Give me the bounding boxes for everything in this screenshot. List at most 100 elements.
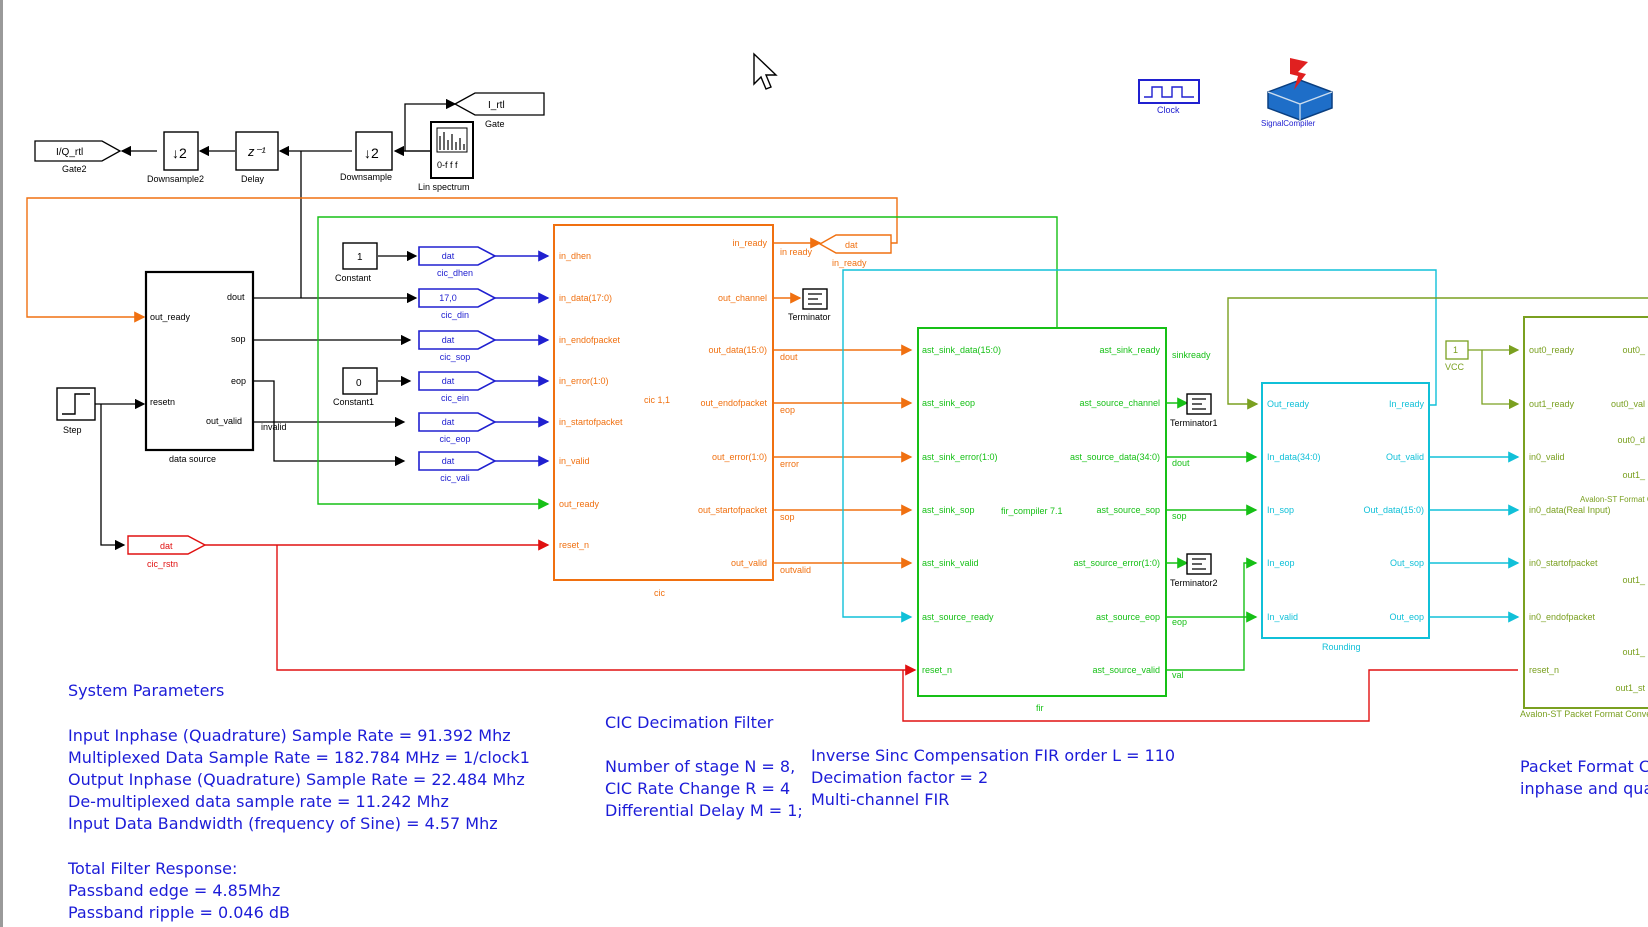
cic-input-port: reset_n	[559, 540, 589, 550]
source-port-dout: dout	[227, 292, 245, 302]
cic-output-wire-label: outvalid	[780, 565, 811, 575]
sys-param-line: De-multiplexed data sample rate = 11.242…	[68, 792, 449, 811]
signalcompiler-block[interactable]: SignalCompiler	[1261, 58, 1333, 128]
downsample-block[interactable]: ↓2 Downsample	[340, 131, 393, 182]
terminator1-block[interactable]: Terminator1	[1170, 393, 1218, 428]
packet-input-port: in0_startofpacket	[1529, 558, 1598, 568]
fir-input-port: ast_sink_valid	[922, 558, 979, 568]
source-port-eop: eop	[231, 376, 246, 386]
gate-block[interactable]: I_rtl Gate	[453, 92, 545, 129]
downsample2-block[interactable]: ↓2 Downsample2	[147, 131, 204, 184]
spectrum-axis-label: 0-f f f	[437, 160, 458, 170]
terminator2-block[interactable]: Terminator2	[1170, 553, 1218, 588]
cic-ready-tag[interactable]: dat in_ready	[818, 234, 892, 268]
packet-output-ports: out0_out0_valout0_dout1_out1_out1_out1_s…	[1611, 345, 1646, 693]
cic-input-tag-text: dat	[442, 376, 455, 386]
mouse-cursor-icon	[753, 52, 778, 90]
rounding-block[interactable]: Out_readyIn_data(34:0)In_sopIn_eopIn_val…	[1261, 382, 1430, 652]
downsample2-label: Downsample2	[147, 174, 204, 184]
fir-output-wire-label: sinkready	[1172, 350, 1211, 360]
fir-note-line: Decimation factor = 2	[811, 768, 989, 787]
packet-output-port: out0_	[1622, 345, 1646, 355]
terminator2-label: Terminator2	[1170, 578, 1218, 588]
packet-input-port: reset_n	[1529, 665, 1559, 675]
fir-output-port: ast_source_valid	[1092, 665, 1160, 675]
cic-input-tag-label: cic_din	[441, 310, 469, 320]
terminator-block[interactable]: Terminator	[788, 288, 831, 322]
sys-param-line: Input Inphase (Quadrature) Sample Rate =…	[68, 726, 511, 745]
fir-output-port: ast_source_error(1:0)	[1073, 558, 1160, 568]
vcc-wires	[1468, 344, 1520, 410]
constant-block[interactable]: 1 Constant	[335, 242, 378, 283]
cic-input-tag[interactable]: 17,0 cic_din	[418, 288, 550, 320]
fir-block[interactable]: ast_sink_data(15:0)ast_sink_eopast_sink_…	[917, 327, 1167, 713]
fir-output-wire-label: val	[1172, 670, 1184, 680]
rounding-output-port: Out_valid	[1386, 452, 1424, 462]
delay-symbol: z⁻¹	[247, 144, 266, 159]
filter-response-notes: Total Filter Response: Passband edge = 4…	[68, 858, 290, 924]
fir-output-wire-label: dout	[1172, 458, 1190, 468]
packet-name: Avalon-ST Packet Format Converter	[1520, 709, 1648, 719]
cic-note-line: Number of stage N = 8,	[605, 757, 796, 776]
window-border	[0, 0, 3, 927]
cic-input-port: in_error(1:0)	[559, 376, 609, 386]
cic-input-port: in_dhen	[559, 251, 591, 261]
vcc-block[interactable]: 1 VCC	[1445, 340, 1469, 372]
downsample-label: Downsample	[340, 172, 392, 182]
cic-name: cic	[654, 588, 665, 598]
step-block[interactable]: Step	[56, 387, 96, 435]
rounding-output-port: Out_data(15:0)	[1363, 505, 1424, 515]
sys-param-line: Multiplexed Data Sample Rate = 182.784 M…	[68, 748, 530, 767]
vcc-label: VCC	[1445, 362, 1465, 372]
cic-input-tag-label: cic_dhen	[437, 268, 473, 278]
packet-converter-block[interactable]: out0_readyout1_readyin0_validin0_data(Re…	[1520, 316, 1648, 719]
rounding-output-port: In_ready	[1389, 399, 1425, 409]
clock-block[interactable]: Clock	[1138, 79, 1200, 115]
delay-label: Delay	[241, 174, 265, 184]
fir-output-wire-label: sop	[1172, 511, 1187, 521]
cic-output-wire-label: dout	[780, 352, 798, 362]
fir-input-port: ast_sink_data(15:0)	[922, 345, 1001, 355]
reset-wires	[205, 539, 1518, 722]
packet-input-port: in0_data(Real Input)	[1529, 505, 1611, 515]
cic-input-port: in_endofpacket	[559, 335, 621, 345]
cic-output-ports: in_readyout_channelout_data(15:0)out_end…	[698, 238, 768, 568]
cic-output-port: out_error(1:0)	[712, 452, 767, 462]
constant1-block[interactable]: 0 Constant1	[333, 367, 378, 407]
cic-input-tag-text: 17,0	[439, 293, 457, 303]
cic-ready-tag-text: dat	[845, 240, 858, 250]
filter-response-title: Total Filter Response:	[68, 859, 238, 878]
constant1-label: Constant1	[333, 397, 374, 407]
cic-block[interactable]: in_dhenin_data(17:0)in_endofpacketin_err…	[553, 224, 774, 598]
cic-input-port: in_startofpacket	[559, 417, 623, 427]
gate-label: I_rtl	[488, 100, 505, 111]
vcc-value: 1	[1453, 345, 1458, 355]
data-source-block[interactable]: out_ready resetn dout sop eop out_valid …	[144, 270, 255, 464]
packet-output-port: out1_	[1622, 470, 1646, 480]
spectrum-scope-block[interactable]: 0-f f f Lin spectrum	[418, 121, 474, 192]
cic-output-wire-label: sop	[780, 512, 795, 522]
source-wires	[95, 250, 418, 551]
fir-input-ports: ast_sink_data(15:0)ast_sink_eopast_sink_…	[922, 345, 1001, 675]
packet-note-line: inphase and quadrature	[1520, 779, 1648, 798]
terminator1-label: Terminator1	[1170, 418, 1218, 428]
reset-tag[interactable]: dat cic_rstn	[127, 535, 207, 569]
cic-note-line: CIC Rate Change R = 4	[605, 779, 791, 798]
gate2-block[interactable]: I/Q_rtl Gate2	[34, 140, 122, 174]
cic-output-port: out_data(15:0)	[708, 345, 767, 355]
packet-output-port: out1_st	[1615, 683, 1645, 693]
delay-block[interactable]: z⁻¹ Delay	[235, 131, 279, 184]
fir-to-rounding-wire	[1166, 611, 1258, 671]
fir-input-port: ast_source_ready	[922, 612, 994, 622]
system-parameters-title: System Parameters	[68, 681, 225, 700]
packet-center-label: Avalon-ST Format Converter	[1580, 495, 1648, 504]
reset-tag-label: cic_rstn	[147, 559, 178, 569]
